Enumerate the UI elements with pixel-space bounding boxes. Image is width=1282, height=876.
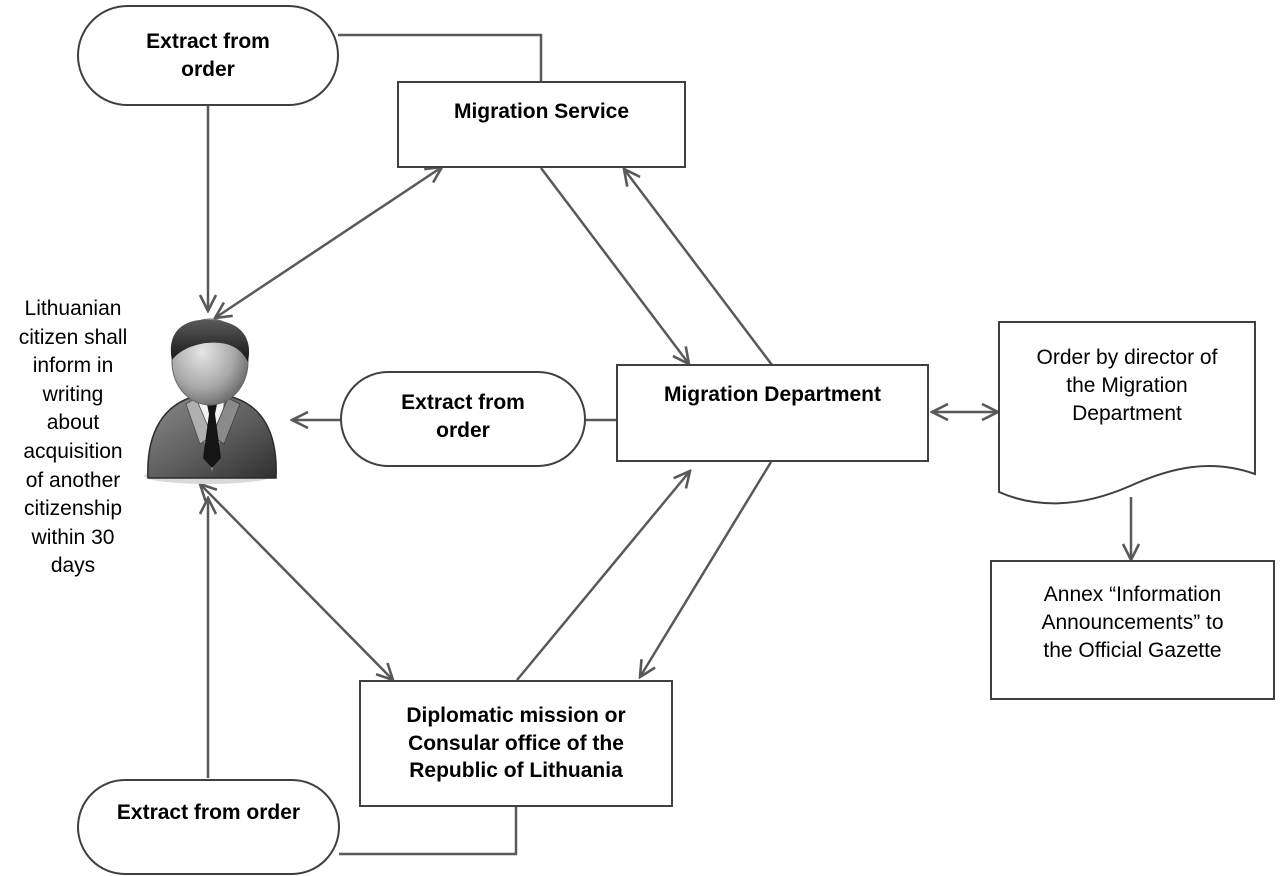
migration-service-label: Migration Service <box>453 100 630 124</box>
migration-department-shape <box>616 364 929 462</box>
citizen-note-label: Lithuanian citizen shall inform in writi… <box>18 297 128 578</box>
extract-middle-shape <box>340 371 586 467</box>
migration-department-label: Migration Department <box>663 383 881 407</box>
arrow-migration-service-to-department <box>540 167 689 364</box>
extract-middle-label: Extract from order <box>401 391 525 442</box>
arrow-department-to-migration-service <box>624 169 773 366</box>
diplomatic-mission-label: Diplomatic mission or Consular office of… <box>406 703 626 783</box>
extract-top-label: Extract from order <box>146 29 270 81</box>
order-document-shape <box>998 321 1256 505</box>
arrow-citizen-diplomatic-mission <box>200 484 393 680</box>
shapes <box>77 5 1275 875</box>
connector-extract-top-to-migration-service <box>338 33 543 82</box>
person-in-suit-icon <box>144 318 277 484</box>
extract-top-shape <box>77 5 339 106</box>
diplomatic-mission-shape <box>359 680 673 807</box>
order-document-label: Order by director of the Migration Depar… <box>1036 346 1218 425</box>
connectors <box>338 33 617 856</box>
annex-shape <box>990 560 1275 700</box>
arrow-department-to-diplomatic-mission <box>640 461 773 677</box>
arrow-diplomatic-mission-to-department <box>516 471 690 681</box>
migration-service-shape <box>397 81 686 168</box>
extract-bottom-label: Extract from order <box>116 801 301 825</box>
annex-label: Annex “Information Announcements” to the… <box>1041 583 1224 662</box>
connector-diplomatic-mission-to-extract-bottom <box>339 806 518 856</box>
extract-bottom-shape <box>77 779 340 875</box>
arrows <box>200 105 1131 778</box>
arrow-citizen-migration-service <box>215 167 442 318</box>
